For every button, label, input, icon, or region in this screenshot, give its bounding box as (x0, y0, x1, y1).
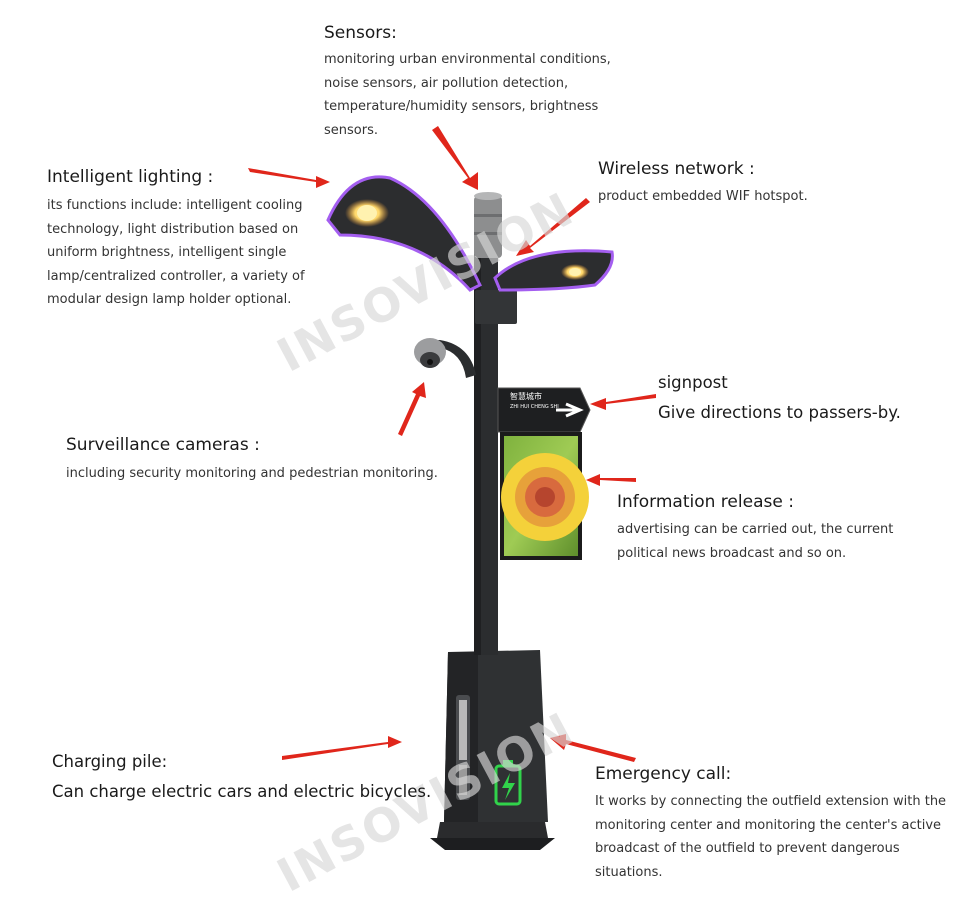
information-screen (500, 432, 589, 560)
arrow-sensors (432, 126, 478, 190)
emergency-desc: It works by connecting the outfield exte… (595, 790, 946, 884)
camera-callout: Surveillance cameras : including securit… (66, 434, 438, 486)
lighting-line: lamp/centralized controller, a variety o… (47, 268, 305, 284)
arrow-charging (282, 736, 402, 760)
arrow-info (586, 474, 636, 486)
arrow-camera (398, 382, 426, 436)
left-lamp (326, 175, 482, 292)
surveillance-camera (414, 338, 476, 378)
battery-led-indicator (494, 760, 522, 806)
lighting-line: technology, light distribution based on (47, 221, 299, 237)
arrow-wireless (516, 198, 590, 256)
emergency-line: monitoring center and monitoring the cen… (595, 817, 942, 833)
signpost-callout: signpost Give directions to passers-by. (658, 368, 901, 428)
sunflower-image (501, 453, 589, 541)
lighting-callout: Intelligent lighting : its functions inc… (47, 166, 305, 312)
lighting-line: its functions include: intelligent cooli… (47, 198, 303, 213)
signpost-title: signpost (658, 373, 728, 392)
right-lamp (493, 249, 614, 292)
emergency-line: It works by connecting the outfield exte… (595, 794, 947, 809)
sensors-line: temperature/humidity sensors, brightness (324, 99, 599, 114)
charging-line: Can charge electric cars and electric bi… (52, 782, 432, 801)
arrow-lighting (248, 168, 330, 188)
sensors-title: Sensors: (324, 23, 397, 43)
signpost-board (497, 387, 591, 433)
lighting-title: Intelligent lighting : (47, 167, 214, 187)
charging-cabinet (444, 650, 548, 822)
emergency-callout: Emergency call: It works by connecting t… (595, 763, 946, 884)
sensors-callout: Sensors: monitoring urban environmental … (324, 22, 611, 142)
info-desc: advertising can be carried out, the curr… (617, 518, 893, 565)
arrow-emergency (550, 734, 636, 762)
sensor-module (474, 192, 502, 258)
sensors-desc: monitoring urban environmental condition… (324, 48, 611, 142)
callout-arrows (248, 126, 656, 762)
signpost-text-pinyin: ZHI HUI CHENG SHI (510, 404, 559, 410)
info-callout: Information release : advertising can be… (617, 491, 893, 565)
wireless-callout: Wireless network : product embedded WIF … (598, 158, 808, 209)
emergency-line: situations. (595, 864, 663, 880)
lighting-line: modular design lamp holder optional. (47, 292, 292, 307)
lighting-line: uniform brightness, intelligent single (47, 245, 287, 260)
wireless-title: Wireless network : (598, 159, 755, 179)
sensors-line: monitoring urban environmental condition… (324, 52, 611, 67)
lighting-desc: its functions include: intelligent cooli… (47, 194, 305, 312)
camera-line: including security monitoring and pedest… (66, 466, 438, 481)
sensors-line: sensors. (324, 122, 378, 138)
charging-callout: Charging pile: Can charge electric cars … (52, 747, 431, 807)
sensors-line: noise sensors, air pollution detection, (324, 75, 569, 91)
signpost-line: Give directions to passers-by. (658, 403, 901, 422)
wireless-line: product embedded WIF hotspot. (598, 189, 808, 204)
emergency-title: Emergency call: (595, 764, 732, 784)
camera-title: Surveillance cameras : (66, 435, 260, 455)
emergency-line: broadcast of the outfield to prevent dan… (595, 841, 900, 856)
info-title: Information release : (617, 492, 794, 512)
info-line: political news broadcast and so on. (617, 545, 847, 561)
info-line: advertising can be carried out, the curr… (617, 522, 894, 537)
signpost-text: 智慧城市 ZHI HUI CHENG SHI (510, 392, 559, 412)
signpost-text-cn: 智慧城市 (510, 392, 542, 401)
junction-box (475, 290, 517, 324)
pole-base (430, 822, 555, 850)
charging-title: Charging pile: (52, 752, 168, 771)
arrow-signpost (590, 394, 656, 410)
